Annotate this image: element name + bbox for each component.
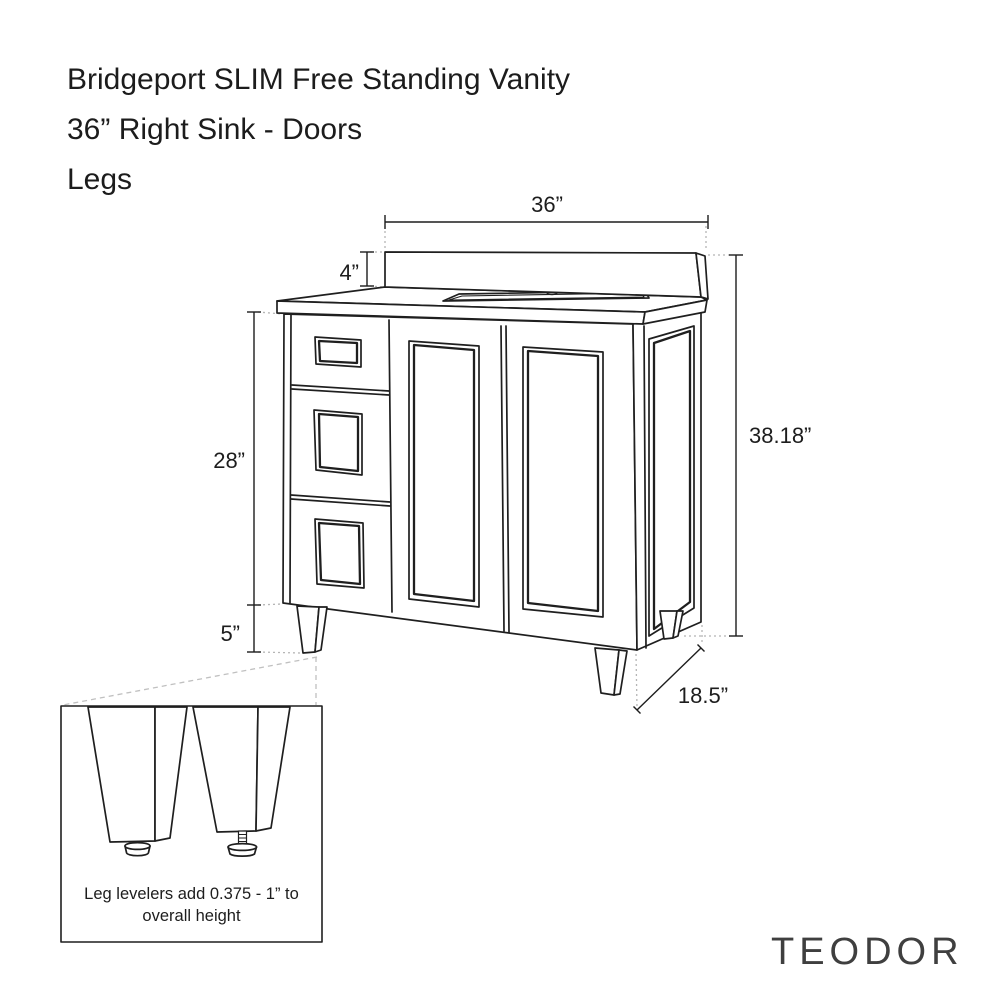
brand-logo: TEODOR bbox=[771, 931, 964, 973]
leg-back-right bbox=[659, 610, 684, 640]
dim-depth-label: 18.5” bbox=[678, 683, 728, 708]
drawer-1 bbox=[314, 336, 362, 368]
door-gap-right bbox=[505, 325, 510, 633]
dim-cabinet-height-label: 28” bbox=[213, 448, 245, 473]
door-left-panel bbox=[408, 340, 480, 608]
legs bbox=[296, 605, 684, 696]
inset-leader-lines bbox=[62, 656, 318, 706]
inset-note-line-2: overall height bbox=[142, 907, 241, 925]
countertop-side-edge bbox=[642, 299, 708, 325]
dim-leg-height: 5” bbox=[220, 605, 261, 653]
dim-depth: 18.5” bbox=[633, 644, 728, 714]
drawer-column-divider bbox=[388, 319, 393, 613]
dim-backsplash-label: 4” bbox=[339, 260, 359, 285]
product-title-line-3: Legs bbox=[67, 163, 133, 196]
product-title-line-1: Bridgeport SLIM Free Standing Vanity bbox=[67, 63, 571, 96]
dim-overall-height-label: 38.18” bbox=[749, 423, 811, 448]
drawer-3 bbox=[314, 518, 365, 589]
product-title: Bridgeport SLIM Free Standing Vanity 36”… bbox=[67, 55, 570, 205]
cabinet-body bbox=[282, 310, 702, 651]
drawer-2 bbox=[313, 409, 363, 476]
dim-cabinet-height: 28” bbox=[213, 311, 261, 606]
product-title-line-2: 36” Right Sink - Doors bbox=[67, 113, 363, 146]
door-right-panel bbox=[522, 346, 604, 618]
dim-width-label: 36” bbox=[531, 192, 563, 217]
leg-leveler-right bbox=[227, 842, 258, 857]
leg-detail-inset: Leg levelers add 0.375 - 1” to overall h… bbox=[60, 705, 323, 943]
leg-front-left bbox=[296, 605, 328, 654]
side-panel bbox=[648, 325, 695, 637]
leg-front-right bbox=[594, 647, 628, 696]
dim-width: 36” bbox=[384, 192, 709, 229]
backsplash bbox=[384, 251, 709, 300]
door-gap-left bbox=[500, 325, 505, 632]
inset-note-line-1: Leg levelers add 0.375 - 1” to bbox=[84, 885, 299, 903]
inset-leg-right bbox=[192, 706, 291, 857]
dim-leg-height-label: 5” bbox=[220, 621, 240, 646]
inset-leg-left bbox=[87, 706, 188, 857]
dim-overall-height: 38.18” bbox=[729, 254, 811, 637]
leg-leveler-left bbox=[124, 841, 151, 857]
dim-backsplash: 4” bbox=[339, 251, 374, 287]
